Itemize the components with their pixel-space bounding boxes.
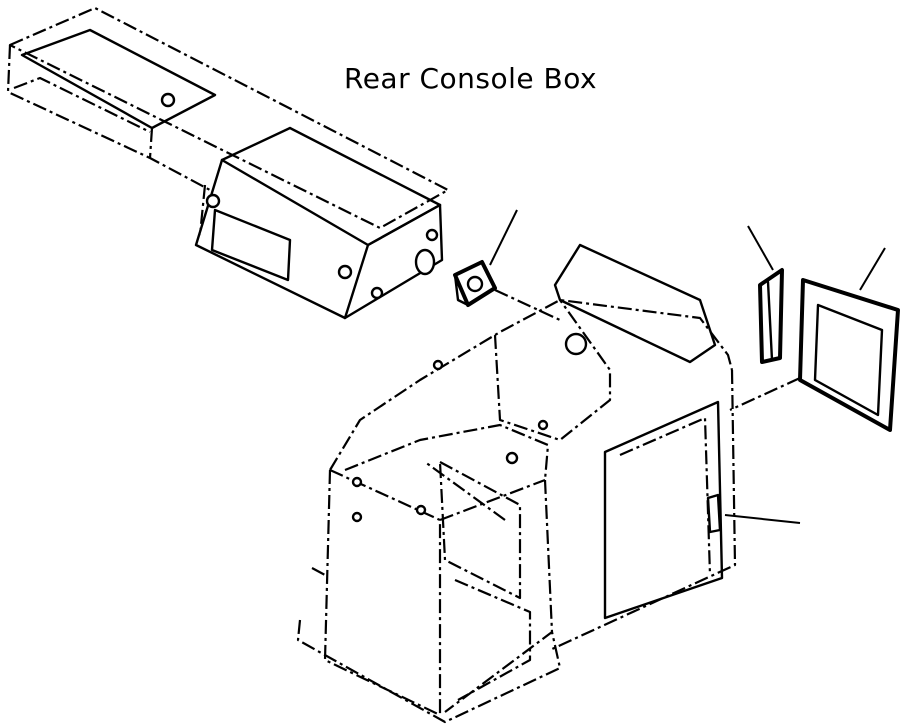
round-socket-icon: [414, 248, 436, 276]
upper-console-cover: [6, 6, 450, 320]
console-base: [296, 243, 801, 724]
screw-icon: [370, 286, 384, 300]
square-bushing: [453, 209, 561, 321]
screw-icon: [205, 193, 221, 209]
screw-icon: [337, 264, 353, 280]
cylinder-icon: [564, 332, 588, 356]
square-frame: [729, 247, 900, 432]
lid-hole-icon: [160, 92, 176, 108]
screw-icon: [425, 228, 439, 242]
diagram-title: Rear Console Box: [344, 62, 598, 95]
bent-strip: [747, 225, 784, 364]
